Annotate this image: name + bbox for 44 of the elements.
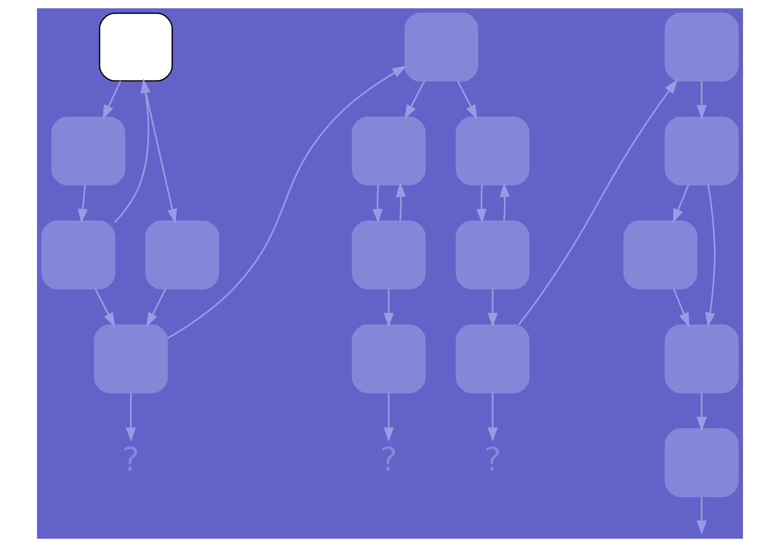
arrow <box>102 80 122 120</box>
node-text: ? <box>122 440 140 479</box>
arrow <box>114 78 151 223</box>
arrow <box>672 184 690 224</box>
arrow <box>518 79 678 326</box>
arrow <box>384 288 394 328</box>
arrow <box>457 80 478 120</box>
node-box <box>352 324 426 394</box>
arrow <box>488 392 498 442</box>
node-text: ? <box>484 440 502 479</box>
arrow <box>696 81 707 120</box>
arrow <box>396 182 406 222</box>
arrow <box>384 392 394 442</box>
arrow <box>404 80 426 120</box>
node-text: ? <box>380 440 398 479</box>
node-box <box>94 324 168 394</box>
arrow <box>696 496 707 536</box>
node-box <box>352 116 426 186</box>
arrow <box>500 182 510 222</box>
node-box <box>404 12 478 82</box>
node-box <box>623 220 698 290</box>
arrow <box>705 184 716 328</box>
node-box <box>51 116 126 186</box>
node-box <box>145 220 220 290</box>
arrow <box>488 288 498 328</box>
node-box <box>664 324 739 394</box>
node-box <box>456 116 530 186</box>
node-box <box>664 12 739 82</box>
arrow <box>372 184 383 224</box>
node-box <box>456 324 530 394</box>
arrow <box>78 184 88 224</box>
arrow <box>696 392 707 432</box>
node-box <box>352 220 426 290</box>
arrow <box>146 288 166 328</box>
node-box <box>664 428 739 498</box>
node-box <box>41 220 116 290</box>
arrow <box>94 288 116 328</box>
arrow <box>126 392 136 442</box>
arrow <box>672 288 690 328</box>
node-box <box>98 12 173 82</box>
arrow <box>476 184 487 224</box>
node-box <box>664 116 739 186</box>
arrow <box>167 66 407 340</box>
node-box <box>456 220 530 290</box>
